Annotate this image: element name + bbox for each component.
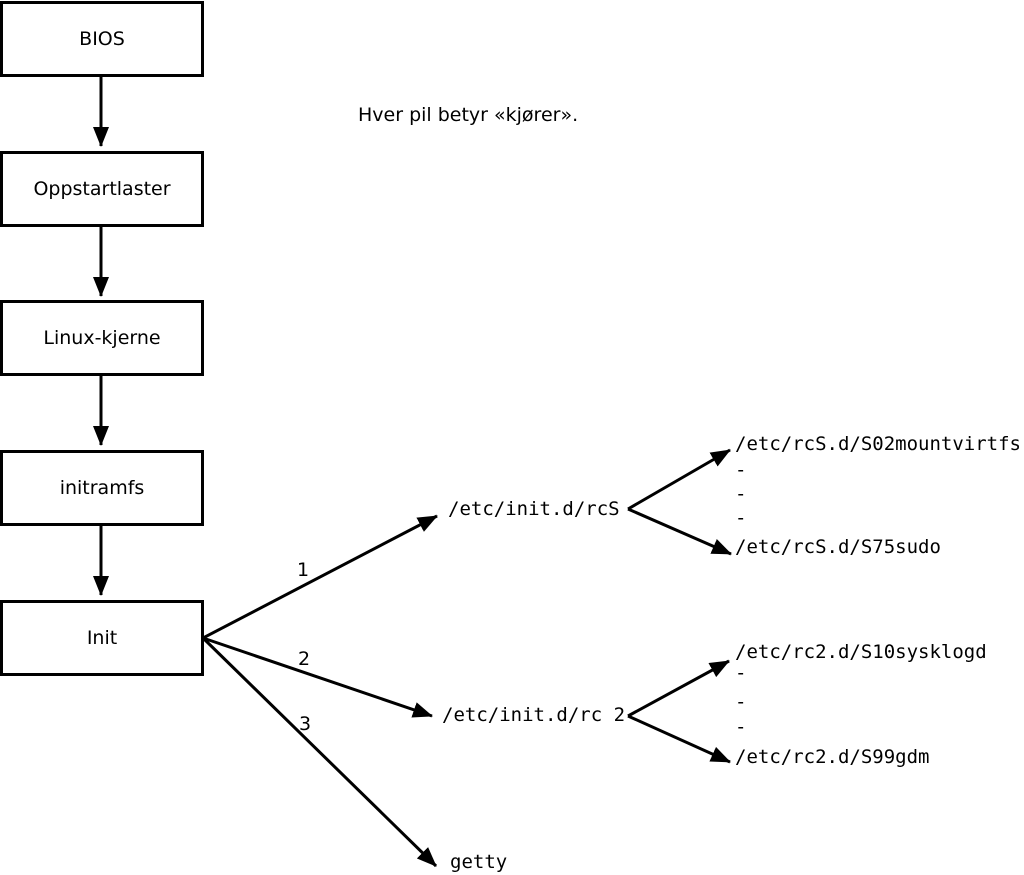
tree-rcs-ellipsis-2: - — [735, 483, 747, 505]
tree-rcs-ellipsis-3: - — [735, 507, 747, 529]
box-init-label: Init — [86, 627, 118, 649]
arrow-init-to-getty — [201, 636, 438, 868]
arrow-init-to-rc2 — [202, 636, 433, 718]
arrow-rcs-to-first-script — [627, 448, 731, 511]
arrow-label-2: 2 — [298, 648, 311, 670]
box-linux-kjerne-label: Linux-kjerne — [43, 327, 161, 349]
box-linux-kjerne: Linux-kjerne — [0, 300, 204, 376]
arrow-rcs-to-last-script — [627, 507, 732, 556]
arrow-label-3: 3 — [299, 713, 312, 735]
tree-rcs-root: /etc/init.d/rcS — [448, 498, 620, 520]
tree-rcs-item-first: /etc/rcS.d/S02mountvirtfs — [735, 433, 1021, 455]
tree-rcs-item-last: /etc/rcS.d/S75sudo — [735, 536, 941, 558]
box-initramfs: initramfs — [0, 450, 204, 526]
tree-rc2-root: /etc/init.d/rc 2 — [442, 704, 626, 726]
box-bios: BIOS — [0, 1, 204, 77]
box-initramfs-label: initramfs — [59, 477, 145, 499]
box-oppstartlaster: Oppstartlaster — [0, 151, 204, 227]
tree-rc2-item-first: /etc/rc2.d/S10sysklogd — [735, 641, 987, 663]
note-arrow-meaning: Hver pil betyr «kjører». — [358, 104, 579, 126]
arrow-label-1: 1 — [297, 559, 310, 581]
tree-rc2-ellipsis-1: - — [735, 662, 747, 684]
arrow-rc2-to-first-script — [627, 659, 730, 718]
tree-rc2-ellipsis-3: - — [735, 716, 747, 738]
box-oppstartlaster-label: Oppstartlaster — [33, 178, 171, 200]
tree-rcs-ellipsis-1: - — [735, 459, 747, 481]
getty-label: getty — [450, 851, 508, 873]
box-init: Init — [0, 600, 204, 676]
box-bios-label: BIOS — [79, 28, 125, 50]
tree-rc2-item-last: /etc/rc2.d/S99gdm — [735, 746, 930, 768]
tree-rc2-ellipsis-2: - — [735, 691, 747, 713]
arrow-rc2-to-last-script — [627, 714, 731, 764]
arrow-init-to-rcs — [202, 514, 438, 640]
